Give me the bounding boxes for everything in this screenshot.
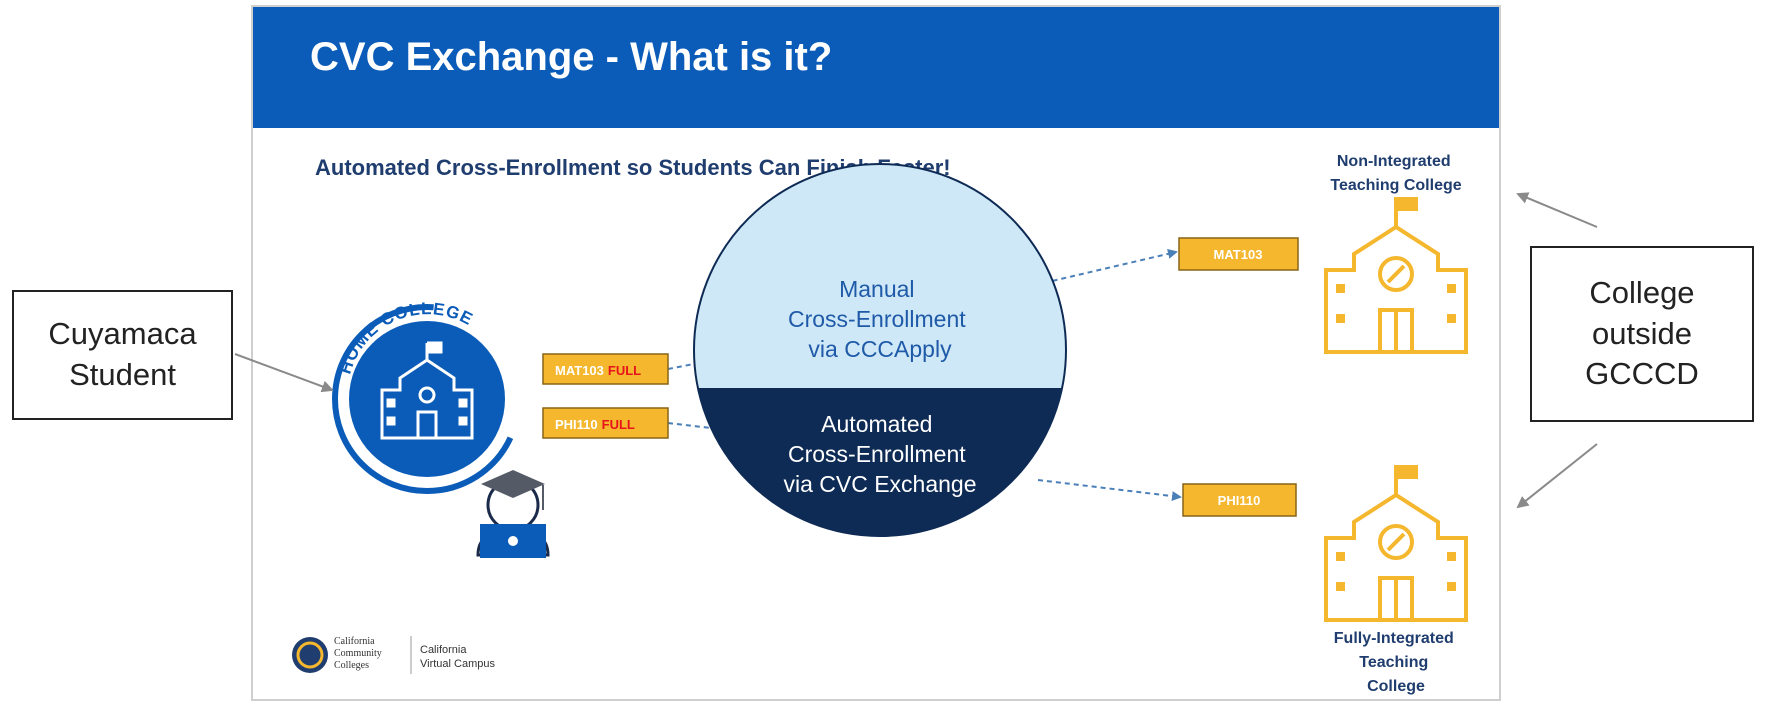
slide-title: CVC Exchange - What is it?: [310, 35, 832, 79]
svg-text:PHI110: PHI110: [1218, 493, 1261, 508]
student-callout-line-2: Student: [69, 357, 176, 392]
outside-arrow-bottom: [1516, 443, 1598, 509]
title-bar: [253, 7, 1499, 128]
ccc-logo-text: California Community Colleges: [334, 636, 384, 671]
cvc-logo-text: California Virtual Campus: [420, 644, 495, 670]
connector-phi-target: [1037, 479, 1182, 502]
non-integrated-college-icon: [1324, 197, 1468, 354]
fully-integrated-label: Fully-Integrated Teaching College: [1334, 630, 1458, 695]
outside-callout-line-3: GCCCD: [1585, 356, 1699, 392]
fully-integrated-college-icon: [1324, 465, 1468, 622]
student-arrow: [234, 353, 334, 393]
ccc-logo: California Community Colleges California…: [292, 636, 495, 674]
svg-text:MAT103: MAT103: [1214, 247, 1263, 262]
student-callout-line-1: Cuyamaca: [48, 316, 197, 352]
course-tag-mat-target: MAT103: [1178, 237, 1299, 271]
student-laptop-icon: [476, 470, 550, 558]
automated-label: Automated Cross-Enrollment via CVC Excha…: [783, 411, 976, 497]
course-tag-phi-target: PHI110: [1182, 483, 1297, 517]
cuyamaca-student-callout: Cuyamaca Student: [12, 290, 233, 420]
manual-label: Manual Cross-Enrollment via CCCApply: [788, 276, 972, 362]
college-outside-callout: College outside GCCCD: [1530, 246, 1754, 422]
connector-mat-target: [1034, 248, 1178, 286]
college-building-icon: [380, 341, 474, 440]
non-integrated-label: Non-Integrated Teaching College: [1330, 153, 1461, 194]
outside-arrow-top: [1516, 192, 1598, 228]
outside-callout-line-1: College: [1589, 274, 1695, 310]
outside-callout-line-2: outside: [1592, 315, 1692, 351]
